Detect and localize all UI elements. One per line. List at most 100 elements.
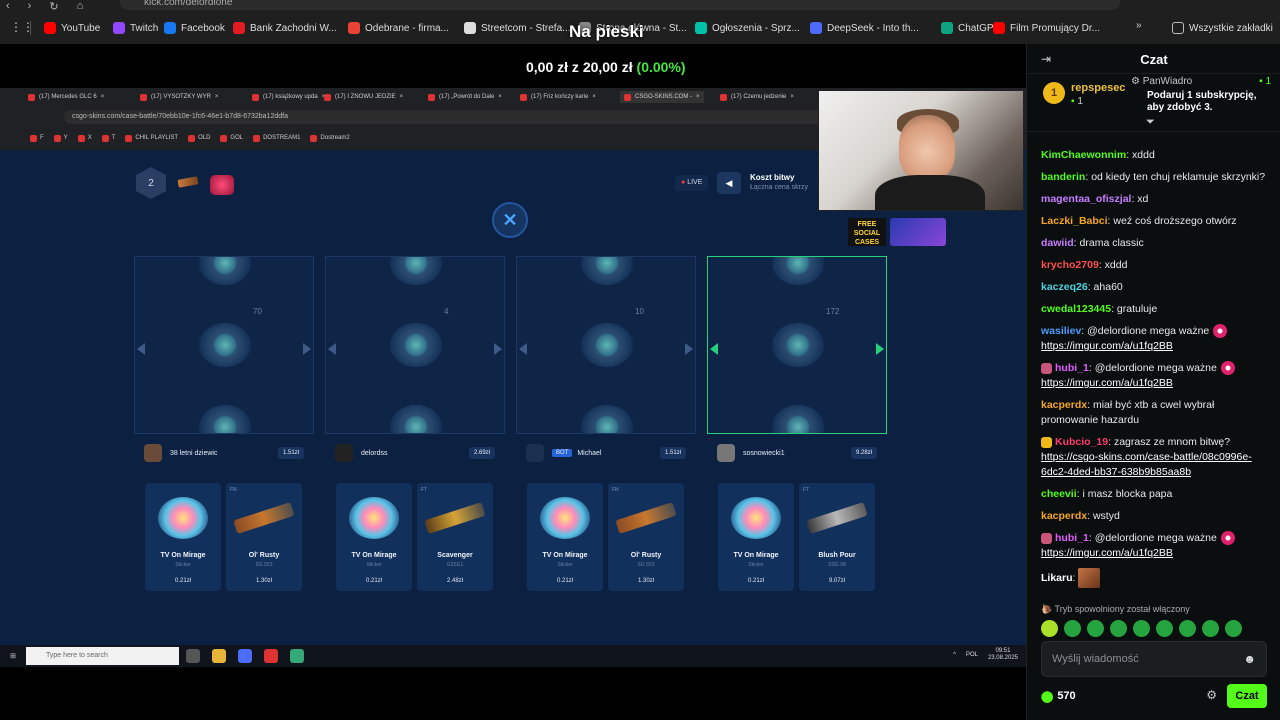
- bookmark-item[interactable]: Facebook: [164, 18, 225, 38]
- chat-username[interactable]: cheevii: [1041, 488, 1077, 500]
- chat-text: xd: [1137, 193, 1149, 205]
- goal-target: 20,00 zł: [582, 59, 633, 75]
- sticker-icon: [158, 497, 208, 539]
- captured-bookmark-label: Dostream2: [320, 135, 350, 141]
- gift-promo[interactable]: ⚙ PanWiadro▪ 1 Podaruj 1 subskrypcję, ab…: [1131, 76, 1271, 114]
- emote-5-icon[interactable]: [1133, 620, 1150, 637]
- emote-7-icon[interactable]: [1179, 620, 1196, 637]
- chat-username[interactable]: Likaru: [1041, 571, 1073, 584]
- chat-message: kaczeq26: aha60: [1041, 280, 1267, 295]
- emote-9-icon[interactable]: [1225, 620, 1242, 637]
- tab-close-icon: ×: [322, 94, 326, 100]
- chat-username[interactable]: Laczki_Babci: [1041, 215, 1108, 227]
- chat-username[interactable]: kacperdx: [1041, 399, 1088, 411]
- chat-input-box[interactable]: ☻: [1041, 641, 1267, 677]
- tab-close-icon: ×: [100, 94, 105, 100]
- chat-username[interactable]: kacperdx: [1041, 510, 1088, 522]
- bookmark-item[interactable]: Ogłoszenia - Sprz...: [695, 18, 800, 38]
- forward-icon[interactable]: ›: [27, 0, 32, 12]
- chat-username[interactable]: krycho2709: [1041, 259, 1099, 271]
- chat-username[interactable]: cwedal123445: [1041, 303, 1112, 315]
- user-badge-icon: [1041, 436, 1052, 448]
- bookmark-item[interactable]: Film Promujący Dr...: [993, 18, 1100, 38]
- captured-bookmark-label: X: [87, 135, 92, 141]
- collapse-chat-icon[interactable]: ⇥: [1041, 52, 1052, 66]
- back-icon[interactable]: ‹: [6, 0, 10, 12]
- captured-bookmark: T: [101, 134, 115, 142]
- bookmark-favicon-icon: [993, 22, 1005, 34]
- chat-username[interactable]: kaczeq26: [1041, 281, 1088, 293]
- bookmark-item[interactable]: Odebrane - firma...: [348, 18, 449, 38]
- chat-panel: ⇥ Czat 1 repspesec ▪ 1 ⚙ PanWiadro▪ 1 Po…: [1026, 44, 1280, 720]
- send-chat-button[interactable]: Czat: [1227, 684, 1267, 708]
- bot-tag: BOT: [552, 449, 573, 457]
- chat-separator: :: [1087, 399, 1093, 411]
- mini-case-icon: [210, 175, 234, 195]
- bookmarks-overflow-icon[interactable]: »: [1136, 20, 1142, 31]
- captured-tab: (17) Czemu jedzenie×: [720, 91, 794, 103]
- all-bookmarks-link[interactable]: Wszystkie zakładki: [1172, 18, 1273, 38]
- emote-1-icon[interactable]: [1041, 620, 1058, 637]
- chat-separator: :: [1098, 259, 1105, 271]
- emote-3-icon[interactable]: [1087, 620, 1104, 637]
- promo-graphic: [890, 218, 946, 246]
- chat-message: Likaru:: [1041, 568, 1267, 588]
- chat-link[interactable]: https://imgur.com/a/u1fq2BB: [1041, 547, 1173, 559]
- emote-4-icon[interactable]: [1110, 620, 1127, 637]
- chat-text: od kiedy ten chuj reklamuje skrzynki?: [1091, 171, 1266, 183]
- emote-8-icon[interactable]: [1202, 620, 1219, 637]
- chat-link[interactable]: https://imgur.com/a/u1fq2BB: [1041, 377, 1173, 389]
- chat-username[interactable]: dawiid: [1041, 237, 1074, 249]
- loot-price: 9.07zł: [828, 578, 845, 584]
- bookmark-item[interactable]: ChatGPT: [941, 18, 1000, 38]
- chrome-icon: [264, 649, 278, 663]
- emote-2-icon[interactable]: [1064, 620, 1081, 637]
- home-icon[interactable]: ⌂: [76, 0, 84, 12]
- reel-arrow-right-icon: [494, 343, 502, 355]
- player-total: 2.69zł: [468, 447, 495, 459]
- bookmark-item[interactable]: Twitch: [113, 18, 158, 38]
- player-name: delordss: [361, 449, 388, 457]
- chat-separator: :: [1085, 171, 1092, 183]
- chat-text: @delordione mega ważne: [1094, 362, 1217, 374]
- taskbar-apps: [186, 649, 304, 663]
- bookmark-item[interactable]: YouTube: [44, 18, 100, 38]
- chat-username[interactable]: KimChaewonnim: [1041, 149, 1127, 161]
- top-gifter-count-value: 1: [1077, 96, 1083, 107]
- chat-username[interactable]: magentaa_ofiszjal: [1041, 193, 1132, 205]
- bookmark-label: Film Promujący Dr...: [1010, 22, 1101, 34]
- address-bar[interactable]: kick.com/delordione: [120, 0, 1120, 10]
- player-avatar: [526, 444, 544, 462]
- chat-separator: :: [1107, 215, 1114, 227]
- chat-username[interactable]: hubi_1: [1055, 362, 1089, 374]
- chat-username[interactable]: banderin: [1041, 171, 1086, 183]
- chat-username[interactable]: wasiliev: [1041, 325, 1082, 337]
- bookmark-item[interactable]: Strona główna - St...: [579, 18, 687, 38]
- tab-favicon-icon: [624, 93, 631, 101]
- bookmark-item[interactable]: DeepSeek - Into th...: [810, 18, 919, 38]
- captured-bookmark: GOL: [220, 134, 243, 142]
- chat-link[interactable]: https://imgur.com/a/u1fq2BB: [1041, 340, 1173, 352]
- chat-separator: :: [1073, 237, 1080, 249]
- chat-username[interactable]: hubi_1: [1055, 532, 1089, 544]
- loot-price: 0.21zł: [365, 578, 382, 584]
- bookmark-item[interactable]: Streetcom - Strefa...: [464, 18, 570, 38]
- captured-bookmark-icon: [53, 134, 61, 142]
- chat-input[interactable]: [1052, 653, 1232, 665]
- chat-link[interactable]: https://csgo-skins.com/case-battle/08c09…: [1041, 451, 1252, 478]
- taskbar-search: Type here to search: [26, 647, 179, 665]
- top-gifter[interactable]: 1 repspesec ▪ 1: [1043, 78, 1125, 107]
- bookmark-item[interactable]: Bank Zachodni W...: [233, 18, 337, 38]
- captured-bookmark-icon: [30, 134, 37, 142]
- captured-tab: (17) I ZNOWU JEDZIE×: [324, 91, 403, 103]
- emote-6-icon[interactable]: [1156, 620, 1173, 637]
- gear-icon[interactable]: ⚙: [1206, 688, 1217, 702]
- chat-username[interactable]: Kubcio_19: [1055, 436, 1109, 448]
- emoji-picker-icon[interactable]: ☻: [1243, 652, 1256, 666]
- reload-icon[interactable]: ↻: [49, 1, 59, 13]
- chat-filter-icon[interactable]: ⏷: [1146, 116, 1155, 128]
- apps-grid-icon[interactable]: ⋮⋮: [10, 20, 34, 34]
- channel-points[interactable]: ⬤570: [1041, 690, 1076, 703]
- tab-favicon-icon: [140, 93, 147, 101]
